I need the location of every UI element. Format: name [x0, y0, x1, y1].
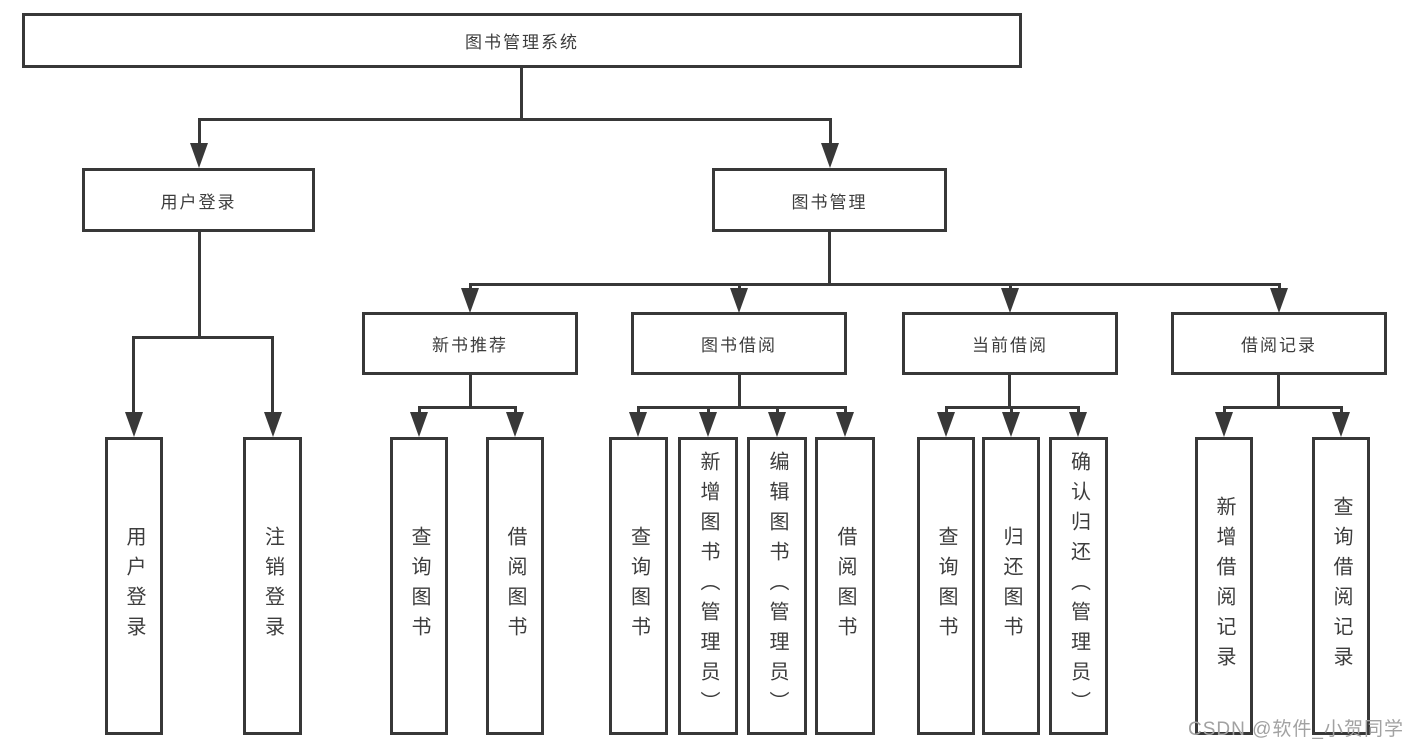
- connector-bookborrow-stem: [738, 375, 741, 406]
- connector-drop-cb-confirm: [1077, 406, 1080, 416]
- node-label: 图书管理: [791, 192, 868, 212]
- node-label: 借阅记录: [1241, 336, 1317, 355]
- connector-drop-nb-borrow: [514, 406, 517, 416]
- arrowhead-new-book: [461, 288, 479, 313]
- arrowhead-bb-borrow: [836, 412, 854, 437]
- leaf-label: 查询图书: [627, 526, 650, 646]
- leaf-label: 编辑图书（管理员）: [766, 451, 788, 721]
- arrowhead-br-query: [1332, 412, 1350, 437]
- connector-currentborrow-stem: [1008, 375, 1011, 406]
- arrowhead-book-borrow: [730, 288, 748, 313]
- connector-borrowrecord-bar: [1223, 406, 1343, 409]
- leaf-label: 查询图书: [935, 526, 957, 646]
- arrowhead-leaf-logout: [264, 412, 282, 437]
- arrowhead-cb-return: [1002, 412, 1020, 437]
- connector-drop-bb-edit: [776, 406, 779, 416]
- leaf-cb-return-books: 归还图书: [982, 437, 1040, 735]
- node-current-borrow: 当前借阅: [902, 312, 1118, 375]
- arrowhead-leaf-login: [125, 412, 143, 437]
- arrowhead-bb-query: [629, 412, 647, 437]
- connector-drop-leaf-login: [132, 336, 135, 414]
- arrowhead-nb-query: [410, 412, 428, 437]
- leaf-cb-query-books: 查询图书: [917, 437, 975, 735]
- connector-drop-cb-return: [1010, 406, 1013, 416]
- node-label: 新书推荐: [432, 336, 508, 355]
- node-book-borrow: 图书借阅: [631, 312, 847, 375]
- connector-drop-book-management: [829, 118, 832, 146]
- leaf-label: 借阅图书: [504, 526, 526, 646]
- leaf-label: 借阅图书: [834, 526, 856, 646]
- connector-drop-br-add: [1223, 406, 1226, 416]
- leaf-label: 新增借阅记录: [1213, 496, 1235, 676]
- arrowhead-br-add: [1215, 412, 1233, 437]
- leaf-cb-confirm-return-admin: 确认归还（管理员）: [1049, 437, 1108, 735]
- arrowhead-bb-add: [699, 412, 717, 437]
- node-label: 用户登录: [160, 192, 237, 212]
- connector-userlogin-bar: [133, 336, 274, 339]
- arrowhead-borrow-record: [1270, 288, 1288, 313]
- connector-drop-bb-add: [707, 406, 710, 416]
- connector-drop-leaf-logout: [271, 336, 274, 414]
- connector-drop-br-query: [1340, 406, 1343, 416]
- node-label: 图书管理系统: [465, 33, 579, 52]
- csdn-watermark: CSDN @软件_小贺同学: [1188, 719, 1404, 740]
- leaf-label: 查询借阅记录: [1330, 496, 1352, 676]
- leaf-bb-borrow-books: 借阅图书: [815, 437, 875, 735]
- connector-root-bar: [199, 118, 832, 121]
- node-user-login: 用户登录: [82, 168, 315, 232]
- leaf-label: 注销登录: [261, 526, 284, 646]
- leaf-bb-edit-books-admin: 编辑图书（管理员）: [747, 437, 807, 735]
- node-library-management-system: 图书管理系统: [22, 13, 1022, 68]
- connector-borrowrecord-stem: [1277, 375, 1280, 406]
- connector-userlogin-stem: [198, 232, 201, 336]
- leaf-label: 确认归还（管理员）: [1067, 451, 1090, 721]
- connector-newbook-stem: [469, 375, 472, 406]
- connector-newbook-bar: [418, 406, 516, 409]
- connector-drop-bb-query: [637, 406, 640, 416]
- arrowhead-cb-confirm: [1069, 412, 1087, 437]
- connector-drop-nb-query: [418, 406, 421, 416]
- leaf-br-query-record: 查询借阅记录: [1312, 437, 1370, 735]
- connector-bookmgmt-bar: [469, 283, 1281, 286]
- leaf-nb-borrow-books: 借阅图书: [486, 437, 544, 735]
- arrowhead-cb-query: [937, 412, 955, 437]
- leaf-bb-add-books-admin: 新增图书（管理员）: [678, 437, 738, 735]
- leaf-nb-query-books: 查询图书: [390, 437, 448, 735]
- leaf-label: 归还图书: [1000, 526, 1022, 646]
- node-book-management: 图书管理: [712, 168, 947, 232]
- node-label: 当前借阅: [972, 336, 1048, 355]
- node-new-book-recommend: 新书推荐: [362, 312, 578, 375]
- connector-drop-user-login: [198, 118, 201, 146]
- arrowhead-nb-borrow: [506, 412, 524, 437]
- leaf-user-login: 用户登录: [105, 437, 163, 735]
- leaf-label: 查询图书: [408, 526, 430, 646]
- leaf-bb-query-books: 查询图书: [609, 437, 668, 735]
- node-label: 图书借阅: [701, 336, 777, 355]
- leaf-label: 用户登录: [123, 526, 145, 646]
- connector-drop-cb-query: [945, 406, 948, 416]
- leaf-br-add-record: 新增借阅记录: [1195, 437, 1253, 735]
- arrowhead-current-borrow: [1001, 288, 1019, 313]
- connector-root-stem: [520, 68, 523, 118]
- connector-drop-bb-borrow: [844, 406, 847, 416]
- leaf-label: 新增图书（管理员）: [697, 451, 719, 721]
- arrowhead-book-management: [821, 143, 839, 168]
- node-borrow-records: 借阅记录: [1171, 312, 1387, 375]
- connector-bookborrow-bar: [637, 406, 846, 409]
- arrowhead-user-login: [190, 143, 208, 168]
- connector-bookmgmt-stem: [828, 232, 831, 283]
- arrowhead-bb-edit: [768, 412, 786, 437]
- leaf-logout: 注销登录: [243, 437, 302, 735]
